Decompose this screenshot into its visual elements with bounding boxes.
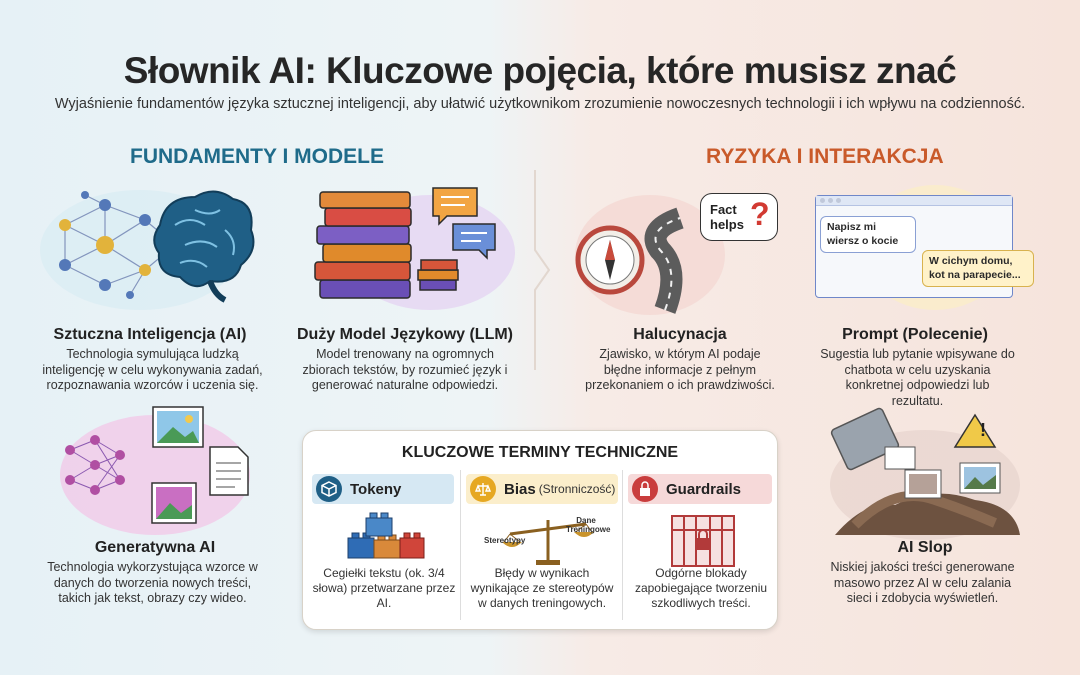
section-heading-risks: RYZYKA I INTERAKCJA xyxy=(706,145,944,168)
fact-bubble-text: Fact helps xyxy=(710,202,744,232)
term-header-bias: Bias (Stronniczość) xyxy=(466,474,618,504)
term-label-bias: Bias xyxy=(504,480,536,498)
term-label-guardrails: Guardrails xyxy=(666,480,742,498)
term-header-guardrails: Guardrails xyxy=(628,474,772,504)
term-sublabel-bias: (Stronniczość) xyxy=(538,482,616,496)
overflowing-bucket-icon xyxy=(830,407,1020,535)
key-terms-title: KLUCZOWE TERMINY TECHNICZNE xyxy=(401,444,679,461)
chevron-divider xyxy=(534,170,551,370)
fact-bubble xyxy=(700,193,778,241)
window-titlebar xyxy=(816,196,1012,206)
term-desc-tokens: Cegiełki tekstu (ok. 3/4 słowa) przetwar… xyxy=(312,566,456,610)
page-subtitle: Wyjaśnienie fundamentów języka sztucznej… xyxy=(54,96,1026,112)
term-desc-guardrails: Odgórne blokady zapobiegające tworzeniu … xyxy=(634,566,768,610)
page-title: Słownik AI: Kluczowe pojęcia, które musi… xyxy=(123,50,957,91)
card-desc-prompt: Sugestia lub pytanie wpisywane do chatbo… xyxy=(820,347,1015,408)
card-desc-llm: Model trenowany na ogromnych zbiorach te… xyxy=(302,347,508,393)
balance-scale-icon xyxy=(502,520,594,565)
scale-label-training-data: Dane Treningowe xyxy=(566,516,611,534)
user-message-bubble: Napisz mi wiersz o kocie xyxy=(820,216,916,254)
card-title-prompt: Prompt (Polecenie) xyxy=(842,326,988,343)
card-title-slop: AI Slop xyxy=(897,539,953,556)
ai-message-bubble: W cichym domu, kot na parapecie... xyxy=(922,250,1034,288)
divider xyxy=(460,470,461,620)
scale-label-stereotypes: Stereotypy xyxy=(484,536,526,545)
lock-icon xyxy=(632,476,658,502)
term-desc-bias: Błędy w wynikach wynikające ze stereotyp… xyxy=(470,566,614,610)
cube-icon xyxy=(316,476,342,502)
term-label-tokens: Tokeny xyxy=(350,480,402,498)
neural-brain-icon xyxy=(59,190,255,303)
window-dot xyxy=(836,198,841,203)
gate-barrier-icon xyxy=(671,515,735,567)
compass-road-icon xyxy=(575,207,684,314)
card-title-hallucination: Halucynacja xyxy=(633,326,727,343)
scale-icon xyxy=(470,476,496,502)
question-mark-icon: ? xyxy=(750,196,770,232)
warning-icon: ! xyxy=(980,420,986,440)
card-title-llm: Duży Model Językowy (LLM) xyxy=(296,326,514,343)
card-desc-slop: Niskiej jakości treści generowane masowo… xyxy=(830,560,1015,606)
divider xyxy=(622,470,623,620)
card-desc-genai: Technologia wykorzystująca wzorce w dany… xyxy=(47,560,258,606)
window-dot xyxy=(820,198,825,203)
generative-network-icon xyxy=(65,406,249,524)
card-title-ai: Sztuczna Inteligencja (AI) xyxy=(53,326,247,343)
window-dot xyxy=(828,198,833,203)
card-desc-ai: Technologia symulująca ludzką inteligenc… xyxy=(42,347,263,393)
section-heading-foundations: FUNDAMENTY I MODELE xyxy=(130,145,384,168)
card-title-genai: Generatywna AI xyxy=(94,539,216,556)
books-chat-icon xyxy=(314,187,496,299)
lego-blocks-icon xyxy=(347,512,425,559)
term-header-tokens: Tokeny xyxy=(312,474,454,504)
card-desc-hallucination: Zjawisko, w którym AI podaje błędne info… xyxy=(585,347,775,393)
